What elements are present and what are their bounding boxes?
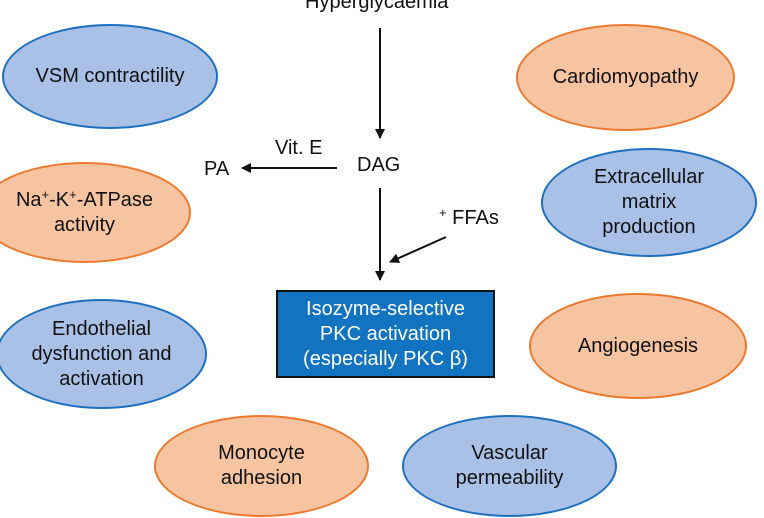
- ffas-text: FFAs: [452, 207, 499, 229]
- dag-label: DAG: [357, 154, 401, 176]
- extracellular-line-1: Extracellular: [593, 166, 705, 188]
- cardiomyopathy-label: Cardiomyopathy: [552, 66, 699, 88]
- vascular-line-2: permeability: [455, 467, 564, 489]
- angiogenesis-ellipse: Angiogenesis: [529, 293, 747, 399]
- na-k-atpase-ellipse: Na+-K+-ATPase activity: [0, 162, 191, 263]
- extracellular-line-2: matrix: [621, 191, 677, 213]
- endothelial-line-2: dysfunction and: [31, 342, 172, 365]
- hyperglycaemia-label: Hyperglycaemia: [305, 0, 449, 13]
- arrow-ffas-to-pathway: [389, 236, 447, 263]
- cardiomyopathy-ellipse: Cardiomyopathy: [516, 24, 735, 131]
- extracellular-matrix-ellipse: Extracellular matrix production: [541, 148, 757, 257]
- pkc-line-2: PKC activation: [319, 322, 452, 345]
- vascular-line-1: Vascular: [471, 442, 548, 464]
- endothelial-line-1: Endothelial: [52, 317, 151, 340]
- vascular-permeability-ellipse: Vascular permeability: [402, 415, 617, 517]
- vit-e-label: Vit. E: [275, 137, 323, 159]
- monocyte-line-1: Monocyte: [218, 442, 305, 464]
- pkc-line-3: (especially PKC β): [303, 347, 468, 370]
- pkc-line-1: Isozyme-selective: [306, 297, 465, 320]
- angiogenesis-label: Angiogenesis: [577, 334, 699, 357]
- pkc-activation-box: Isozyme-selective PKC activation (especi…: [276, 290, 495, 378]
- monocyte-line-2: adhesion: [220, 467, 303, 489]
- vsm-contractility-ellipse: VSM contractility: [2, 24, 218, 129]
- vsm-contractility-label: VSM contractility: [35, 65, 185, 87]
- ffas-label: + FFAs: [439, 206, 499, 230]
- na-k-atpase-label: Na+-K+-ATPase: [15, 186, 154, 211]
- endothelial-line-3: activation: [59, 367, 144, 390]
- pa-label: PA: [204, 158, 230, 180]
- monocyte-adhesion-ellipse: Monocyte adhesion: [154, 415, 369, 517]
- na-k-atpase-activity-label: activity: [53, 213, 116, 236]
- ffas-plus-sign: +: [439, 205, 447, 220]
- endothelial-dysfunction-ellipse: Endothelial dysfunction and activation: [0, 299, 207, 409]
- extracellular-line-3: production: [602, 216, 696, 238]
